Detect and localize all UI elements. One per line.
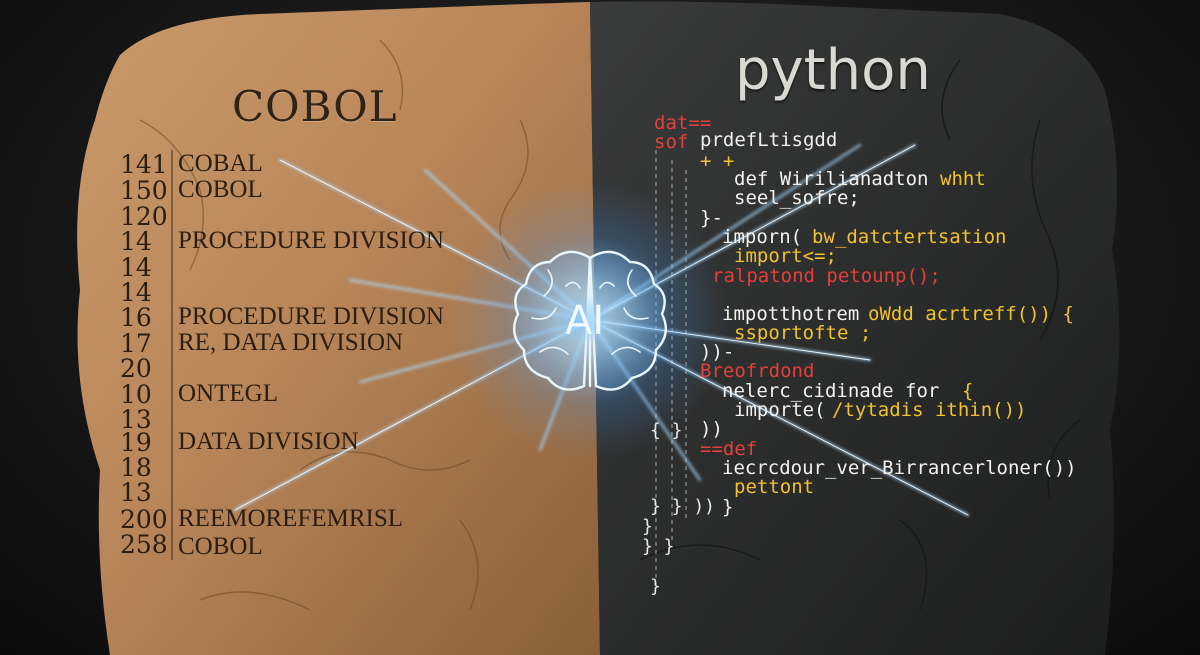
code-token: nelerc_cidinade for [722,380,940,402]
cobol-line-number: 20 [120,354,152,383]
code-token: oWdd acrtreff()) { [868,303,1074,325]
cobol-line-number: 14 [120,253,152,282]
cobol-line-text: COBOL [178,176,263,203]
code-token: ==def [700,438,758,460]
slate-tablet [590,1,1120,655]
cobol-line-number: 13 [120,478,152,507]
cobol-line-text: COBAL [178,150,263,177]
cobol-line-text: DATA DIVISION [178,428,359,455]
code-token: whht [940,168,986,190]
bracket-mark: } } [642,536,675,557]
code-token: /tytadis ithin()) [832,399,1027,421]
cobol-line-number: 120 [120,202,168,231]
code-token: importe( [734,399,826,421]
cobol-line-number: 10 [120,380,152,409]
code-token: bw_datctertsation [812,226,1007,248]
code-token: def Wirilianadton [734,168,929,190]
bracket-mark: } [642,516,653,537]
sandstone-cracks [139,39,529,611]
cobol-line-number: 150 [120,176,168,205]
code-token: Breofrdond [700,360,815,382]
python-title: python [735,38,931,103]
sandstone-tablet [77,2,600,655]
cobol-line-number: 258 [120,530,168,559]
code-token: sof [654,131,689,153]
code-token: } [722,496,734,518]
cobol-line-text: COBOL [178,533,263,560]
code-token: pettont [734,476,815,498]
bracket-mark: } [650,576,661,597]
cobol-line-number: 141 [120,150,168,179]
code-token: ralpatond petounp(); [712,265,941,287]
code-token: import<=; [734,245,837,267]
cobol-line-text: PROCEDURE DIVISION [178,227,444,254]
code-token: iecrcdour_ver_Birrancerloner()) [722,457,1077,479]
code-token: seel_sofre; [734,187,860,209]
cobol-line-text: REEMOREFEMRISL [178,505,404,532]
cobol-line-number: 14 [120,227,152,256]
code-token: + + [700,150,735,172]
cobol-title: COBOL [232,82,398,131]
code-token: prdefLtisgdd [700,129,838,151]
cobol-line-text: RE, DATA DIVISION [178,329,404,356]
code-token: dat== [654,112,712,134]
cobol-line-number: 18 [120,453,152,482]
cobol-line-text: PROCEDURE DIVISION [178,303,444,330]
cobol-line-number: 14 [120,278,152,307]
brain-icon [512,250,668,391]
code-token: ssportofte ; [734,322,872,344]
cobol-line-number: 17 [120,329,152,358]
cobol-line-number: 13 [120,405,152,434]
code-token: impotthotrem [722,303,860,325]
cobol-line-number: 200 [120,505,168,534]
cobol-line-text: ONTEGL [178,380,278,407]
code-token: { [962,380,974,402]
cobol-line-number: 16 [120,303,152,332]
ai-label: AI [565,298,605,344]
bracket-mark: } } )) [650,496,716,517]
cobol-line-number: 19 [120,428,152,457]
code-token: }- [700,207,723,229]
bracket-mark: { } [650,420,683,441]
code-token: )) [700,418,723,440]
slate-cracks [639,59,1081,611]
code-token: ))- [700,341,735,363]
code-token: imporn( [722,226,803,248]
